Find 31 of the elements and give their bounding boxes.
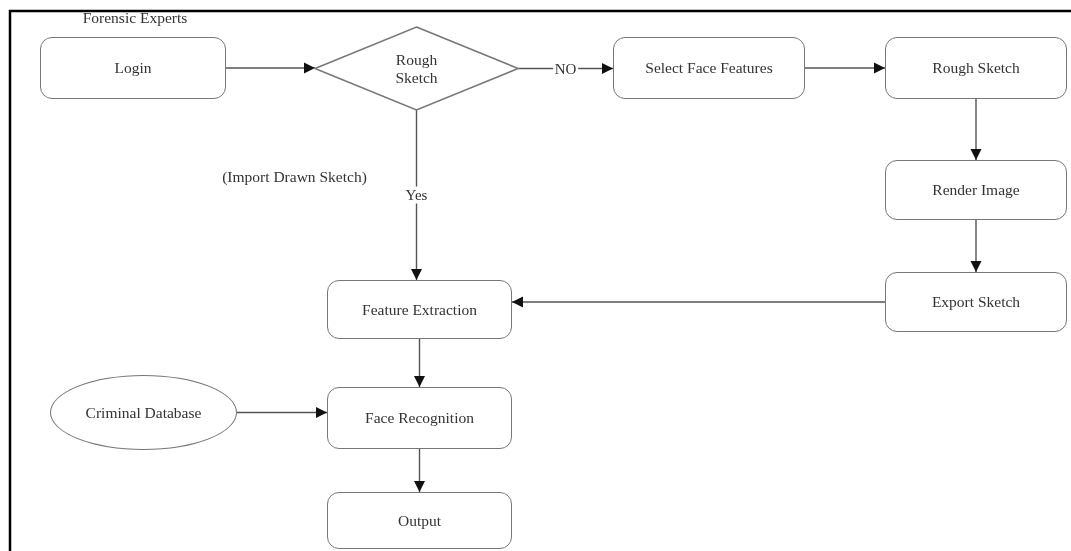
process-box: [327, 280, 512, 339]
node-label: Render Image: [931, 181, 1021, 199]
arrow: [511, 296, 886, 308]
process-box: [613, 37, 805, 99]
decision-diamond: [315, 27, 518, 110]
node-label: Feature Extraction: [361, 300, 478, 319]
arrow: [804, 62, 886, 74]
note-text: (Import Drawn Sketch): [221, 168, 368, 186]
node-label: Select Face Features: [644, 59, 774, 77]
process-box: [885, 37, 1067, 99]
node-label: Output: [396, 511, 443, 530]
arrow: [410, 109, 423, 281]
process-box: [40, 37, 226, 99]
process-box: [327, 492, 512, 549]
process-box: [327, 387, 512, 449]
arrow: [225, 62, 316, 74]
arrow: [413, 448, 426, 493]
arrow: [970, 98, 982, 161]
node-label: Rough Sketch: [931, 59, 1021, 77]
node-label: Export Sketch: [930, 293, 1022, 311]
arrow: [236, 406, 328, 419]
process-box: [885, 272, 1067, 332]
node-label: Criminal Database: [84, 403, 203, 422]
node-label: Login: [113, 59, 153, 77]
process-box: [885, 160, 1067, 220]
arrow: [970, 219, 982, 273]
lane-label: Forensic Experts: [81, 9, 189, 27]
edge-label: Yes: [403, 186, 430, 204]
arrow: [413, 338, 426, 388]
node-label: Face Recognition: [364, 409, 475, 427]
node-label: Rough Sketch: [394, 50, 439, 87]
